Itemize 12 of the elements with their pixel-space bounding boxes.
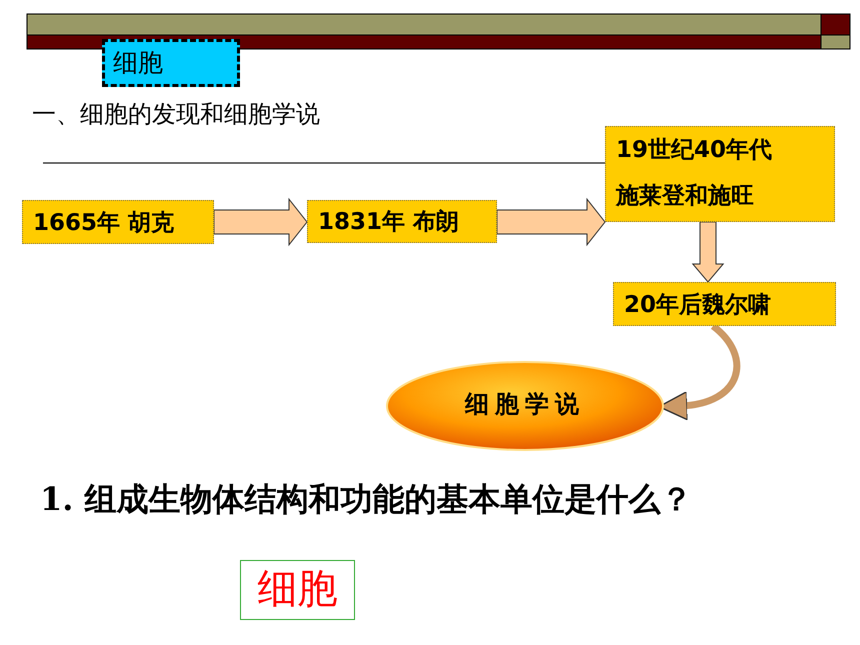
- arrow: [214, 198, 308, 246]
- timeline-box: 20年后魏尔啸: [613, 282, 836, 326]
- section-heading: 一、细胞的发现和细胞学说: [32, 99, 320, 130]
- timeline-box: 19世纪40年代施莱登和施旺: [605, 126, 835, 222]
- title-tab: 细胞: [102, 39, 240, 87]
- question-text: 1. 组成生物体结构和功能的基本单位是什么？: [40, 479, 693, 520]
- theory-oval: 细胞学说: [385, 360, 665, 452]
- arrow: [496, 198, 606, 246]
- arrow: [692, 222, 724, 283]
- timeline-box: 1665年 胡克: [22, 200, 214, 244]
- timeline-box: 1831年 布朗: [307, 200, 497, 243]
- answer-box: 细胞: [240, 560, 355, 620]
